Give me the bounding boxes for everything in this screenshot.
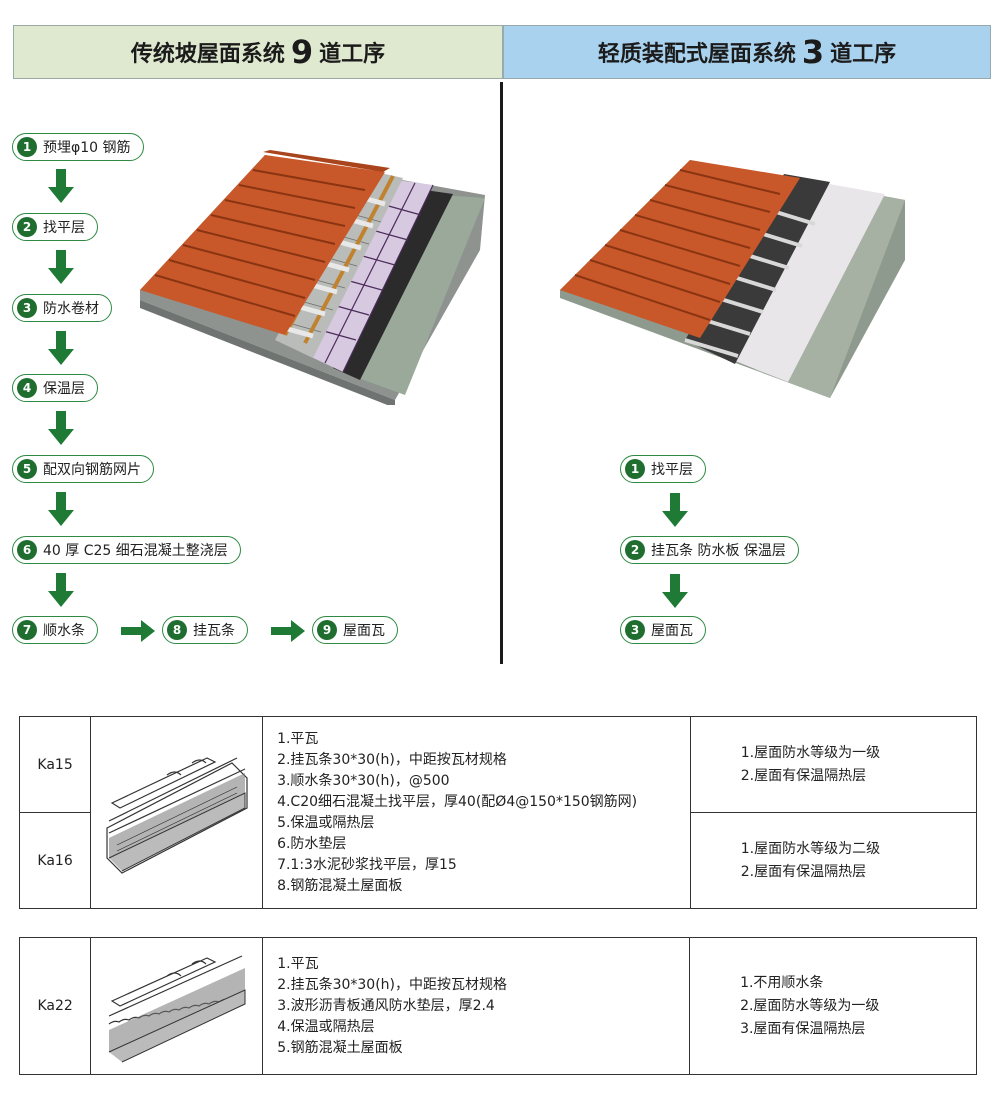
left-step-1: 1 预埋φ10 钢筋 (12, 133, 144, 161)
step-label: 屋面瓦 (651, 623, 693, 639)
spec-table-ka22: Ka22 1.平瓦 2.挂瓦条30*30(h)，中距按瓦材规格 3.波形沥青板通… (18, 937, 977, 1075)
step-number-badge: 3 (625, 620, 645, 640)
step-number-badge: 7 (17, 620, 37, 640)
step-number-badge: 2 (17, 217, 37, 237)
header-right-number: 3 (801, 33, 825, 71)
step-label: 预埋φ10 钢筋 (43, 140, 131, 156)
left-step-6: 6 40 厚 C25 细石混凝土整浇层 (12, 536, 241, 564)
left-step-8: 8 挂瓦条 (162, 616, 248, 644)
step-number-badge: 2 (625, 540, 645, 560)
header-left-number: 9 (290, 33, 314, 71)
note-item: 2.屋面有保温隔热层 (740, 767, 867, 784)
layer-item: 5.钢筋混凝土屋面板 (277, 1039, 403, 1056)
note-item: 1.屋面防水等级为一级 (740, 744, 881, 761)
notes-cell: 1.屋面防水等级为一级 2.屋面有保温隔热层 (689, 716, 978, 813)
header-traditional-roof: 传统坡屋面系统 9 道工序 (13, 25, 503, 79)
table-row: Ka22 1.平瓦 2.挂瓦条30*30(h)，中距按瓦材规格 3.波形沥青板通… (18, 937, 977, 1075)
step-label: 挂瓦条 (193, 623, 235, 639)
step-number-badge: 5 (17, 459, 37, 479)
left-step-2: 2 找平层 (12, 213, 98, 241)
left-step-3: 3 防水卷材 (12, 294, 112, 322)
header-right-prefix: 轻质装配式屋面系统 (597, 42, 796, 67)
row-code: Ka16 (18, 812, 92, 909)
layer-item: 3.顺水条30*30(h)，@500 (277, 772, 450, 789)
step-label: 配双向钢筋网片 (43, 462, 141, 478)
step-number-badge: 8 (167, 620, 187, 640)
notes-cell: 1.屋面防水等级为二级 2.屋面有保温隔热层 (689, 812, 978, 909)
step-label: 找平层 (651, 462, 693, 478)
step-label: 保温层 (43, 381, 85, 397)
step-number-badge: 6 (17, 540, 37, 560)
layer-item: 1.平瓦 (277, 730, 319, 747)
step-label: 40 厚 C25 细石混凝土整浇层 (43, 543, 228, 559)
layer-item: 8.钢筋混凝土屋面板 (277, 877, 403, 894)
roof-section-drawing-icon (108, 955, 246, 1063)
step-label: 顺水条 (43, 623, 85, 639)
header-lightweight-roof: 轻质装配式屋面系统 3 道工序 (503, 25, 991, 79)
note-item: 2.屋面防水等级为一级 (740, 997, 880, 1014)
lightweight-roof-illustration (560, 160, 905, 398)
right-step-2: 2 挂瓦条 防水板 保温层 (620, 536, 799, 564)
layer-item: 3.波形沥青板通风防水垫层，厚2.4 (277, 997, 495, 1014)
notes-cell: 1.不用顺水条 2.屋面防水等级为一级 3.屋面有保温隔热层 (689, 937, 977, 1075)
left-step-9: 9 屋面瓦 (312, 616, 398, 644)
arrow-down-icon (662, 493, 688, 527)
layer-item: 4.C20细石混凝土找平层，厚40(配Ø4@150*150钢筋网) (277, 793, 638, 810)
table-row: Ka15 1.平瓦 2.挂瓦条30*30(h)，中距按瓦材规格 3.顺 (18, 716, 978, 909)
step-label: 屋面瓦 (343, 623, 385, 639)
step-label: 找平层 (43, 220, 85, 236)
arrow-down-icon (48, 331, 74, 365)
note-item: 3.屋面有保温隔热层 (740, 1020, 866, 1037)
step-label: 挂瓦条 防水板 保温层 (651, 543, 786, 559)
layer-item: 2.挂瓦条30*30(h)，中距按瓦材规格 (277, 751, 507, 768)
step-number-badge: 1 (17, 137, 37, 157)
center-divider (500, 82, 503, 664)
spec-table-ka15-ka16: Ka15 1.平瓦 2.挂瓦条30*30(h)，中距按瓦材规格 3.顺 (18, 716, 978, 909)
arrow-down-icon (662, 574, 688, 608)
step-number-badge: 9 (317, 620, 337, 640)
layer-item: 5.保温或隔热层 (277, 814, 375, 831)
header-left-prefix: 传统坡屋面系统 (130, 42, 285, 67)
left-step-5: 5 配双向钢筋网片 (12, 455, 154, 483)
section-drawing-cell (90, 937, 264, 1075)
step-number-badge: 3 (17, 298, 37, 318)
note-item: 1.不用顺水条 (740, 974, 824, 991)
layer-item: 6.防水垫层 (277, 835, 347, 852)
right-step-1: 1 找平层 (620, 455, 706, 483)
arrow-down-icon (48, 411, 74, 445)
table-row: Ka16 1.屋面防水等级为二级 2.屋面有保温隔热层 (18, 812, 978, 909)
arrow-right-icon (121, 620, 155, 642)
step-label: 防水卷材 (43, 301, 99, 317)
arrow-down-icon (48, 169, 74, 203)
row-code: Ka22 (18, 937, 92, 1075)
step-number-badge: 1 (625, 459, 645, 479)
left-step-7: 7 顺水条 (12, 616, 98, 644)
layer-item: 2.挂瓦条30*30(h)，中距按瓦材规格 (277, 976, 508, 993)
header-right-suffix: 道工序 (830, 42, 897, 67)
layer-list: 1.平瓦 2.挂瓦条30*30(h)，中距按瓦材规格 3.波形沥青板通风防水垫层… (262, 937, 691, 1075)
header-left-suffix: 道工序 (319, 42, 386, 67)
arrow-down-icon (48, 250, 74, 284)
roof-section-drawing-icon (106, 756, 248, 874)
arrow-down-icon (48, 573, 74, 607)
layer-item: 4.保温或隔热层 (277, 1018, 375, 1035)
arrow-down-icon (48, 492, 74, 526)
note-item: 1.屋面防水等级为二级 (740, 840, 881, 857)
note-item: 2.屋面有保温隔热层 (740, 863, 867, 880)
left-step-4: 4 保温层 (12, 374, 98, 402)
arrow-right-icon (271, 620, 305, 642)
section-drawing-cell (90, 716, 264, 909)
row-code: Ka15 (18, 716, 92, 813)
step-number-badge: 4 (17, 378, 37, 398)
traditional-roof-illustration (140, 150, 485, 405)
layer-item: 1.平瓦 (277, 955, 319, 972)
right-step-3: 3 屋面瓦 (620, 616, 706, 644)
layer-item: 7.1:3水泥砂浆找平层，厚15 (277, 856, 457, 873)
layer-list: 1.平瓦 2.挂瓦条30*30(h)，中距按瓦材规格 3.顺水条30*30(h)… (262, 716, 691, 909)
